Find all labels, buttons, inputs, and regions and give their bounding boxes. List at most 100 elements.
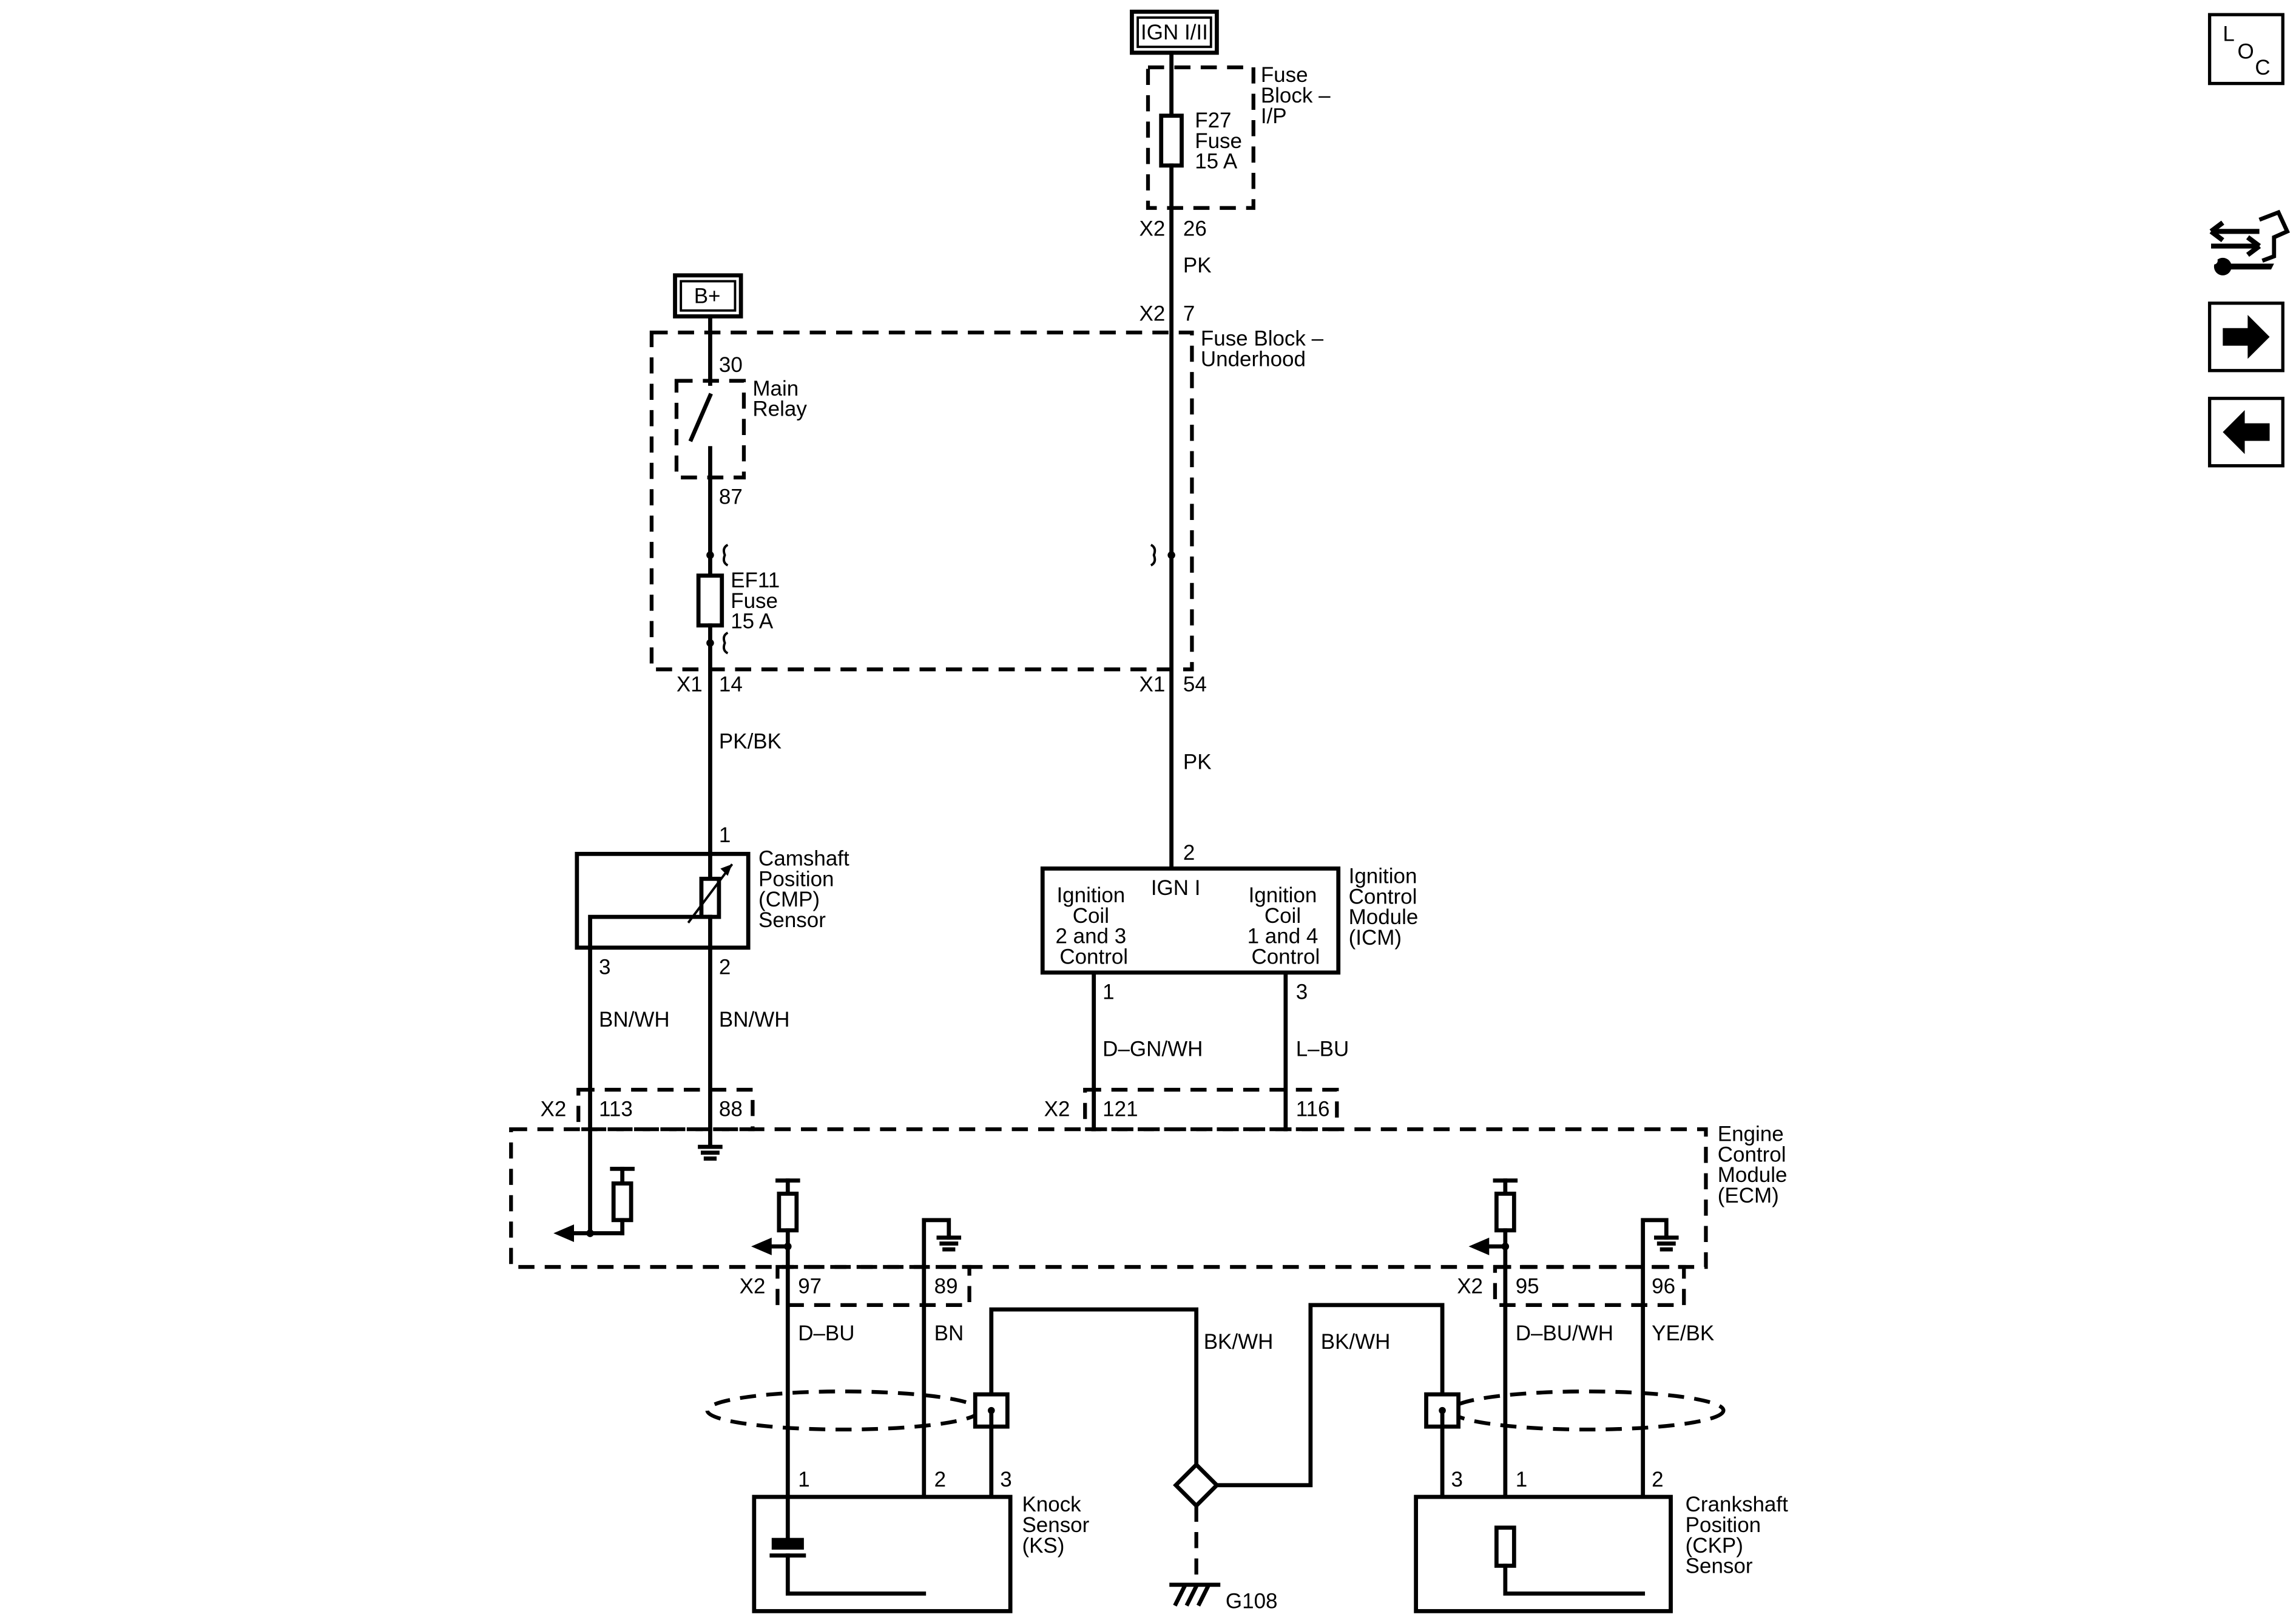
conn-x2-121-pin: 121 [1102,1097,1138,1121]
splice-symbol-ef11-top [723,544,729,567]
wrench-head-icon [2213,257,2232,275]
wire-bkwh-ks-drain [989,1307,1199,1499]
conn-x2-95-x2: X2 [1457,1275,1483,1298]
ecm-connector-x2-113-88 [576,1087,755,1132]
conn-x2-97-pin: 97 [798,1275,822,1298]
loc-button[interactable]: L O C [2207,13,2284,86]
connector-end-view-icon[interactable] [2209,209,2291,275]
ign-power-label: IGN I/II [1141,21,1208,44]
icm-label: Ignition Control Module (ICM) [1349,865,1424,950]
icm-pin-2: 2 [1183,841,1195,865]
cmp-pin-1: 1 [719,823,731,847]
conn-x1-54-pin: 54 [1183,672,1207,696]
ckp-pin-3: 3 [1451,1468,1463,1491]
icm-coil-14-label: Ignition Coil 1 and 4 Control [1248,883,1324,968]
wrench-jaw-icon [2210,257,2218,265]
wire-color-dbuwh: D–BU/WH [1516,1322,1613,1345]
ckp-pin-2: 2 [1652,1468,1663,1491]
conn-x2-95-pin: 95 [1516,1275,1539,1298]
icm-coil-23-label: Ignition Coil 2 and 3 Control [1055,883,1132,968]
loc-button-frame [2207,13,2284,86]
wire-color-bn: BN [934,1322,964,1345]
fuse-block-ip-outline [1146,65,1255,210]
cmp-variable-arrow [687,863,734,923]
ks-shield-drain-dot [987,1406,995,1414]
ecm-connector-x2-95-96 [1493,1264,1686,1307]
conn-x2-7-pin: 7 [1183,302,1195,326]
wire-color-bnwh-left: BN/WH [599,1008,670,1031]
ckp-sensor-element [1494,1525,1516,1568]
wire-yebk [1641,1218,1669,1596]
ground-g108-label: G108 [1226,1590,1278,1613]
wire-color-pkbk: PK/BK [719,730,782,754]
ign-power-inner-box [1136,16,1212,49]
ks-pin-3: 3 [1000,1468,1011,1491]
relay-pin-87: 87 [719,485,743,508]
conn-x2-113-x2: X2 [540,1097,566,1121]
cmp-pin-2: 2 [719,955,731,979]
ecm-signal-arrow-ckp [1468,1237,1490,1255]
conn-x1-14-pin: 14 [719,672,743,696]
conn-x2-97-x2: X2 [740,1275,766,1298]
next-page-button[interactable] [2207,302,2284,373]
wire-color-yebk: YE/BK [1652,1322,1714,1345]
wire-color-pk-upper: PK [1183,254,1212,277]
ks-piezo-element [771,1538,804,1550]
wire-color-lbu: L–BU [1296,1037,1349,1061]
ks-shield-ellipse [705,1389,982,1432]
ecm-pullup-resistor-cmp [611,1181,633,1223]
ground-splice-diamond [1173,1462,1220,1509]
ckp-pin-1: 1 [1516,1468,1527,1491]
cmp-internal-wire-loop [588,914,712,950]
previous-page-button[interactable] [2207,396,2284,468]
loc-letter-c: C [2255,56,2270,79]
ks-pin-2: 2 [934,1468,946,1491]
wire-color-pk-lower: PK [1183,750,1212,774]
cmp-variable-arrowhead [720,864,732,876]
connector-outline-icon [2258,209,2291,263]
ckp-internal-wire-loop [1503,1564,1646,1596]
knock-sensor-label: Knock Sensor (KS) [1022,1493,1095,1558]
fuse-block-ip-label: Fuse Block – I/P [1261,63,1336,128]
ecm-junction-cmp [586,1229,594,1237]
ground-g108-hatch2 [1184,1583,1200,1607]
conn-96-pin: 96 [1652,1275,1675,1298]
conn-x2-26-pin: 26 [1183,217,1207,241]
main-relay-label: Main Relay [752,377,807,421]
icm-ign-label: IGN I [1151,876,1201,900]
wire-bkwh-ckp-drain [1215,1303,1445,1499]
splice-symbol-ef11-bottom [723,632,729,655]
arrow-right-icon [2223,314,2270,359]
ecm-connector-x2-121-116 [1083,1087,1339,1132]
ecm-junction-ks [784,1242,792,1251]
fuse-f27-label: F27 Fuse 15 A [1195,109,1248,174]
ecm-label: Engine Control Module (ECM) [1718,1122,1793,1207]
arrow-left-icon [2223,410,2270,454]
ecm-outline [509,1127,1708,1269]
cmp-sensor-label: Camshaft Position (CMP) Sensor [758,847,855,932]
cmp-pin-3: 3 [599,955,610,979]
bplus-power-inner-box [680,280,737,312]
fuse-ef11-symbol [696,573,724,628]
fuse-ef11-label: EF11 Fuse 15 A [731,569,786,633]
conn-x2-26-x2: X2 [1140,217,1166,241]
wire-color-dgnwh: D–GN/WH [1102,1037,1203,1061]
conn-x2-113-pin: 113 [599,1097,633,1121]
conn-116-pin: 116 [1296,1097,1330,1121]
conn-x1-54-x1: X1 [1140,672,1166,696]
wire-color-bkwh-left: BK/WH [1204,1330,1274,1354]
icm-pin-3: 3 [1296,980,1308,1004]
ecm-connector-x2-97-89 [775,1264,971,1307]
loc-letter-l: L [2223,22,2234,46]
ecm-pullup-resistor-ks [777,1191,799,1233]
conn-x1-14-x1: X1 [677,672,703,696]
splice-dot-ef11-top [706,551,714,559]
conn-x2-121-x2: X2 [1044,1097,1070,1121]
wire-color-bnwh-right: BN/WH [719,1008,790,1031]
fuse-block-underhood-outline [649,330,1194,672]
ckp-shield-drain-dot [1439,1406,1446,1414]
bidirectional-arrows-icon [2209,220,2261,257]
icm-box [1040,866,1341,975]
wire-bn [922,1218,951,1596]
